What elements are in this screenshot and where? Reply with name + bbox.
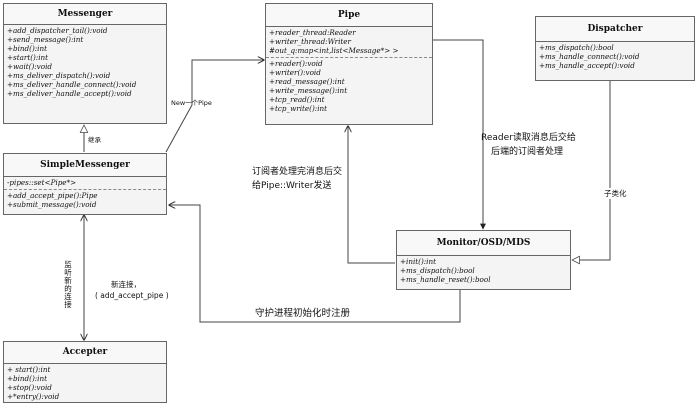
method-row: +write_message():int bbox=[269, 86, 348, 95]
simplemessenger-methods: +add_accept_pipe():Pipe +submit_message(… bbox=[4, 190, 166, 211]
method-row: +*entry():void bbox=[7, 392, 60, 401]
attribute-row: -pipes::set<Pipe*> bbox=[7, 178, 77, 187]
pipe-class: Pipe +reader_thread:Reader +writer_threa… bbox=[265, 3, 433, 125]
connector-daemon-register bbox=[169, 205, 461, 323]
label-reader-note-line1: Reader读取消息后交给 bbox=[481, 133, 576, 143]
connector-new-pipe bbox=[165, 60, 264, 153]
messenger-class: Messenger +add_dispatcher_tail():void +s… bbox=[3, 3, 167, 124]
pipe-title: Pipe bbox=[266, 4, 432, 27]
monitor-title: Monitor/OSD/MDS bbox=[397, 231, 570, 256]
vertical-label-char: 监 bbox=[64, 260, 72, 269]
label-listen-new-connections: 监听新的连接 bbox=[64, 261, 72, 309]
method-row: +add_dispatcher_tail():void bbox=[7, 26, 108, 35]
method-row: + start():int bbox=[7, 365, 51, 374]
method-row: +add_accept_pipe():Pipe bbox=[7, 191, 98, 200]
simplemessenger-attributes: -pipes::set<Pipe*> bbox=[4, 177, 166, 190]
messenger-methods: +add_dispatcher_tail():void +send_messag… bbox=[4, 25, 166, 100]
method-row: +read_message():int bbox=[269, 77, 345, 86]
method-row: +bind():int bbox=[7, 44, 47, 53]
method-row: +ms_deliver_dispatch():void bbox=[7, 71, 111, 80]
method-row: +tcp_read():int bbox=[269, 95, 325, 104]
label-subclass: 子类化 bbox=[604, 188, 627, 199]
method-row: +init():int bbox=[400, 257, 436, 266]
method-row: +ms_handle_connect():void bbox=[539, 52, 640, 61]
label-daemon-register: 守护进程初始化时注册 bbox=[255, 308, 351, 319]
attribute-row: +writer_thread:Writer bbox=[269, 37, 351, 46]
method-row: +ms_dispatch():bool bbox=[400, 266, 475, 275]
pipe-attributes: +reader_thread:Reader +writer_thread:Wri… bbox=[266, 27, 432, 58]
vertical-label-char: 的 bbox=[64, 284, 72, 293]
monitor-methods: +init():int +ms_dispatch():bool +ms_hand… bbox=[397, 256, 570, 286]
attribute-row: #out_q:map<int,list<Message*> > bbox=[269, 46, 399, 55]
dispatcher-title: Dispatcher bbox=[536, 17, 694, 42]
vertical-label-char: 接 bbox=[64, 300, 72, 309]
method-row: +submit_message():void bbox=[7, 200, 97, 209]
method-row: +reader():void bbox=[269, 59, 323, 68]
accepter-class: Accepter + start():int +bind():int +stop… bbox=[3, 341, 167, 403]
label-subscriber-note-line1: 订阅者处理完消息后交 bbox=[252, 167, 343, 177]
label-new-connection-line2: ( add_accept_pipe ) bbox=[95, 291, 169, 300]
connector-monitor-to-pipe bbox=[348, 126, 395, 264]
method-row: +ms_handle_accept():void bbox=[539, 61, 635, 70]
label-new-connection-line1: 新连接， bbox=[111, 280, 141, 289]
accepter-title: Accepter bbox=[4, 342, 166, 364]
attribute-row: +reader_thread:Reader bbox=[269, 28, 356, 37]
connector-pipe-to-monitor bbox=[433, 39, 486, 230]
method-row: +send_message():int bbox=[7, 35, 84, 44]
vertical-label-char: 新 bbox=[64, 276, 72, 285]
method-row: +ms_deliver_handle_accept():void bbox=[7, 89, 132, 98]
method-row: +start():int bbox=[7, 53, 49, 62]
messenger-title: Messenger bbox=[4, 4, 166, 25]
method-row: +ms_handle_reset():bool bbox=[400, 275, 491, 284]
simplemessenger-title: SimpleMessenger bbox=[4, 154, 166, 177]
pipe-methods: +reader():void +writer():void +read_mess… bbox=[266, 58, 432, 115]
accepter-methods: + start():int +bind():int +stop():void +… bbox=[4, 364, 166, 403]
method-row: +writer():void bbox=[269, 68, 321, 77]
method-row: +wait():void bbox=[7, 62, 52, 71]
method-row: +bind():int bbox=[7, 374, 47, 383]
monitor-class: Monitor/OSD/MDS +init():int +ms_dispatch… bbox=[396, 230, 571, 290]
method-row: +ms_deliver_handle_connect():void bbox=[7, 80, 137, 89]
label-new-pipe: New一个Pipe bbox=[171, 99, 212, 107]
inherit-monitor-dispatcher bbox=[572, 81, 611, 260]
method-row: +tcp_write():int bbox=[269, 104, 328, 113]
vertical-label-char: 连 bbox=[64, 292, 72, 301]
dispatcher-methods: +ms_dispatch():bool +ms_handle_connect()… bbox=[536, 42, 694, 72]
method-row: +ms_dispatch():bool bbox=[539, 43, 614, 52]
dispatcher-class: Dispatcher +ms_dispatch():bool +ms_handl… bbox=[535, 16, 695, 81]
label-reader-note-line2: 后端的订阅者处理 bbox=[491, 147, 564, 157]
label-subscriber-note-line2: 给Pipe::Writer发送 bbox=[252, 181, 332, 191]
vertical-label-char: 听 bbox=[64, 268, 72, 277]
simplemessenger-class: SimpleMessenger -pipes::set<Pipe*> +add_… bbox=[3, 153, 167, 215]
label-inherit: 继承 bbox=[88, 136, 101, 144]
method-row: +stop():void bbox=[7, 383, 52, 392]
